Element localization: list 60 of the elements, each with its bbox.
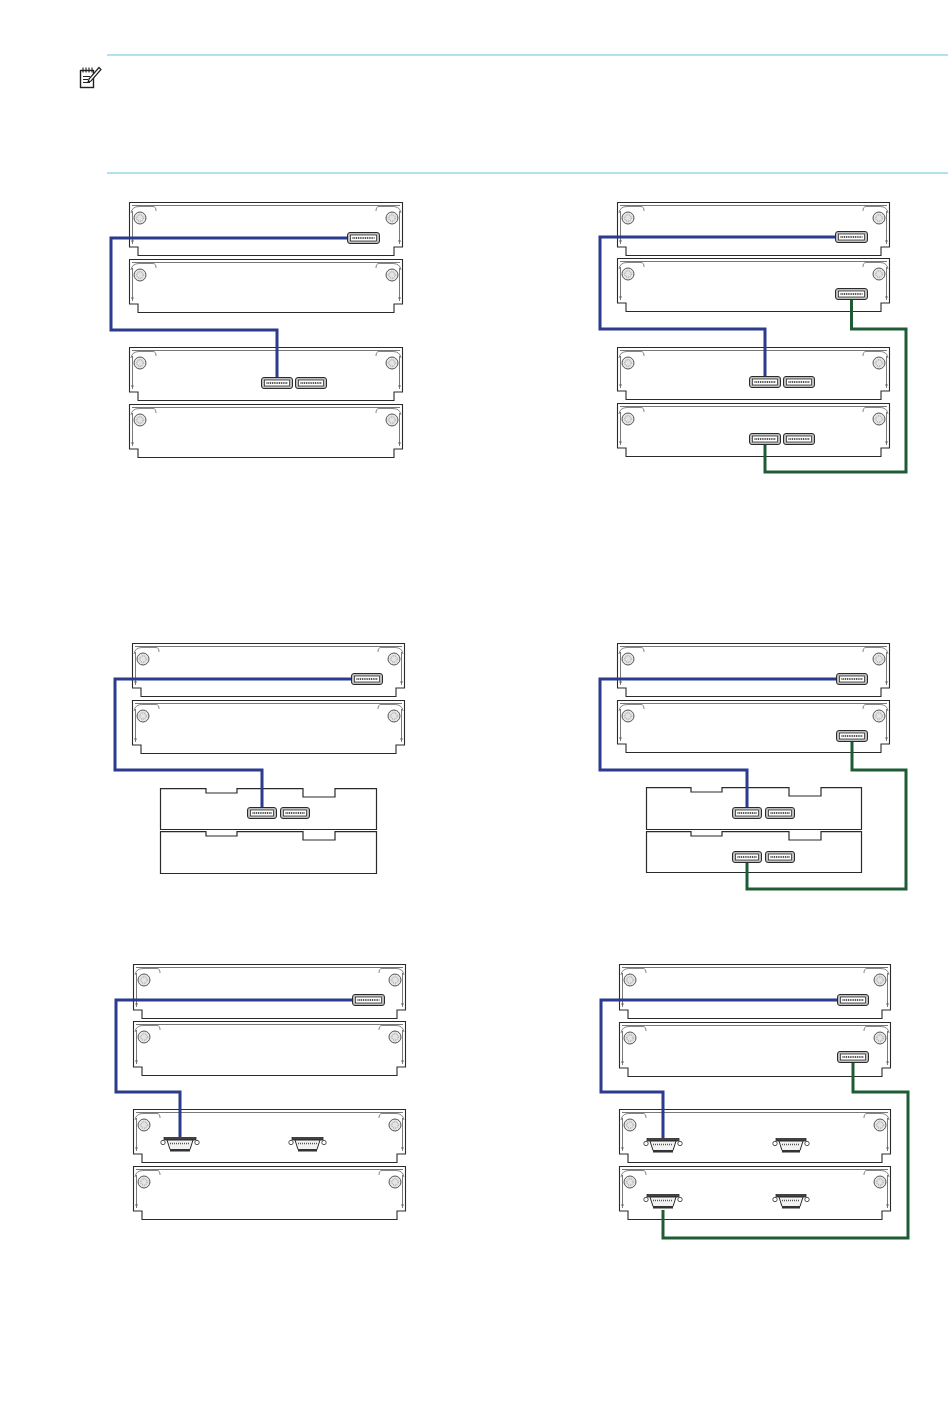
module-faceplate — [619, 964, 891, 1019]
cable — [745, 742, 908, 891]
connector-port — [835, 231, 868, 243]
cable — [109, 236, 347, 377]
module-faceplate — [617, 403, 890, 457]
module-faceplate — [617, 700, 890, 753]
connector-port — [835, 288, 868, 300]
module-faceplate — [129, 259, 403, 313]
cable — [114, 998, 352, 1137]
connector-port — [837, 1051, 869, 1063]
cable — [113, 677, 351, 807]
module-faceplate — [129, 404, 403, 458]
module-faceplate — [132, 643, 405, 697]
module-faceplate — [617, 258, 890, 312]
connector-port — [837, 994, 869, 1006]
connector-port — [295, 377, 327, 389]
d-connector-port — [160, 1137, 200, 1153]
d-connector-port — [772, 1138, 810, 1154]
cable — [661, 1063, 910, 1240]
cable — [598, 677, 836, 807]
module-faceplate — [133, 1021, 406, 1076]
connector-port — [749, 433, 781, 445]
connector-port — [749, 376, 781, 388]
module-faceplate — [133, 1166, 406, 1220]
module-faceplate — [133, 964, 406, 1019]
module-faceplate — [619, 1109, 891, 1163]
module-faceplate — [617, 202, 890, 256]
module-faceplate — [617, 643, 890, 697]
connector-port — [347, 232, 380, 244]
module-faceplate — [129, 202, 403, 256]
connector-port — [732, 851, 762, 863]
connector-port — [783, 376, 815, 388]
module-faceplate — [617, 347, 890, 400]
connector-port — [247, 807, 277, 819]
d-connector-port — [643, 1194, 683, 1210]
connector-port — [836, 730, 868, 742]
d-connector-port — [643, 1138, 683, 1154]
module-faceplate — [619, 1022, 891, 1077]
enclosure-panel — [646, 787, 862, 830]
module-faceplate — [133, 1109, 406, 1163]
connector-port — [352, 994, 385, 1006]
d-connector-port — [288, 1137, 327, 1153]
connector-port — [732, 807, 762, 819]
cable — [599, 998, 837, 1138]
d-connector-port — [772, 1194, 810, 1210]
connector-port — [765, 851, 795, 863]
enclosure-panel — [160, 831, 377, 874]
cable — [598, 235, 835, 376]
connector-port — [351, 673, 383, 685]
enclosure-panel — [160, 788, 377, 830]
connector-port — [765, 807, 795, 819]
connector-port — [783, 433, 815, 445]
cable — [763, 300, 908, 474]
connector-port — [280, 807, 310, 819]
connector-port — [836, 673, 868, 685]
connector-port — [261, 377, 293, 389]
module-faceplate — [619, 1166, 891, 1220]
module-faceplate — [129, 347, 403, 401]
enclosure-panel — [646, 831, 862, 873]
module-faceplate — [132, 700, 405, 754]
